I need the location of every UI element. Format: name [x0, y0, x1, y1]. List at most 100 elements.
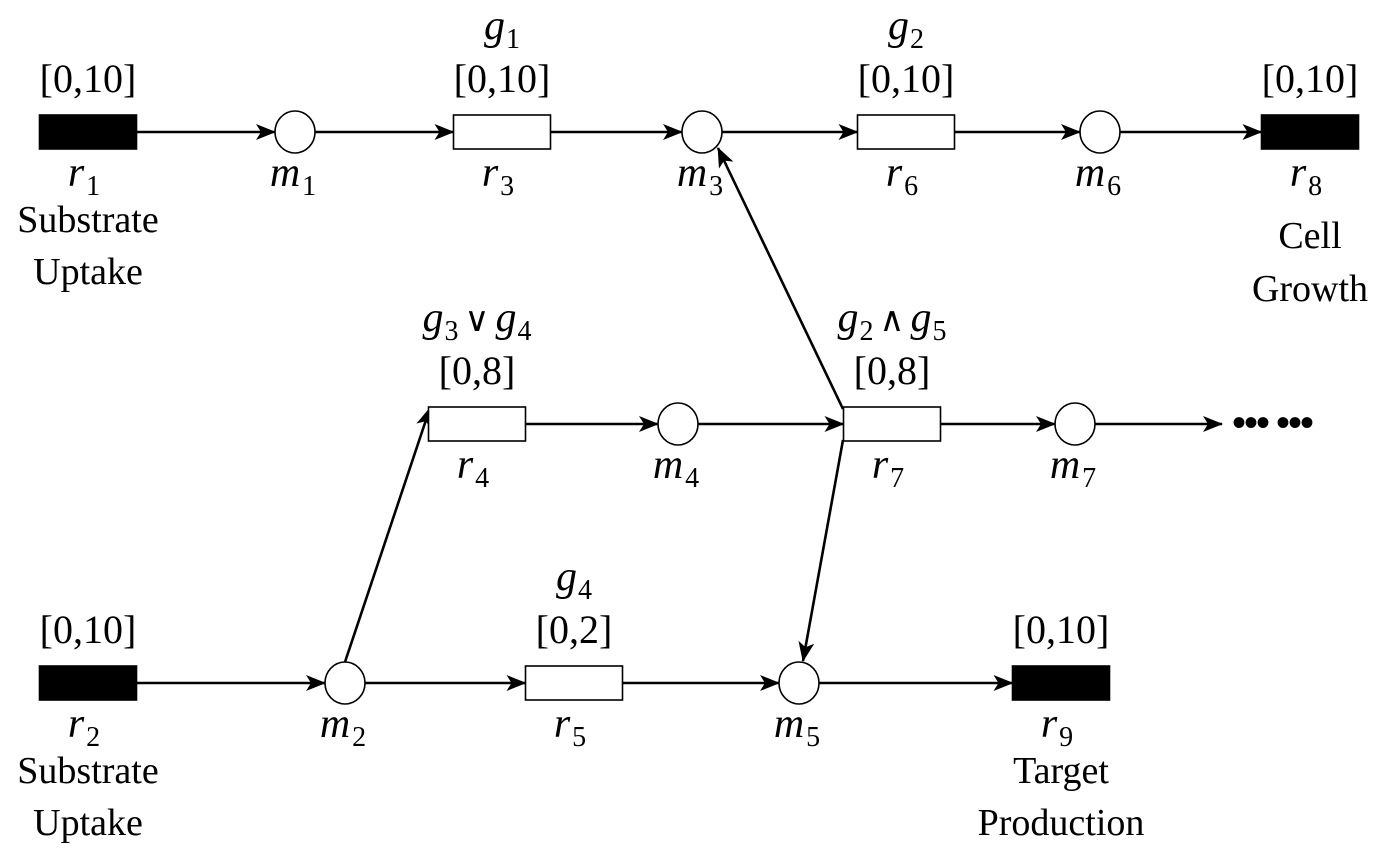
- metabolite-node-m7[interactable]: [1054, 402, 1096, 446]
- metabolite-label-m1-index: 1: [302, 171, 316, 202]
- gene-rule-r7: g2∧g5: [838, 295, 947, 347]
- gene-symbol: g: [423, 295, 444, 341]
- flux-bound-r6: [0,10]: [858, 56, 955, 101]
- reaction-label-r5: r5: [554, 701, 586, 753]
- reaction-label-r1: r1: [68, 150, 100, 202]
- exchange-reaction-box[interactable]: [1011, 665, 1111, 701]
- metabolite-label-m2-index: 2: [352, 722, 366, 753]
- caption-r8-line-2: Growth: [1252, 268, 1368, 310]
- reaction-r6[interactable]: [856, 114, 956, 150]
- flux-bound-r4: [0,8]: [439, 348, 516, 393]
- caption-r9-line-2: Production: [978, 802, 1145, 844]
- exchange-reaction-box[interactable]: [38, 665, 138, 701]
- flux-bound-r2: [0,10]: [40, 607, 137, 652]
- gene-operator: ∨: [465, 302, 490, 339]
- reaction-label-r6-index: 6: [904, 171, 918, 202]
- reaction-r8[interactable]: [1260, 114, 1360, 150]
- reaction-label-r1-index: 1: [86, 171, 100, 202]
- metabolite-node-m3[interactable]: [681, 110, 723, 154]
- nodes-layer: [38, 110, 1360, 705]
- gene-symbol: g: [910, 295, 931, 341]
- gene-rule-r4: g3∨g4: [423, 295, 532, 347]
- flux-bound-r8: [0,10]: [1262, 56, 1359, 101]
- reaction-label-r2: r2: [68, 701, 100, 753]
- reaction-box[interactable]: [856, 114, 956, 150]
- gene-symbol: g: [838, 295, 859, 341]
- gene-symbol: g: [484, 3, 505, 49]
- labels-layer: [0,10]r1SubstrateUptake[0,10]r2Substrate…: [17, 3, 1368, 844]
- metabolite-label-m3-index: 3: [709, 171, 723, 202]
- metabolite-label-m6-base: m: [1075, 150, 1105, 196]
- metabolite-label-m5: m5: [774, 701, 820, 753]
- gene-operator: ∧: [880, 302, 905, 339]
- reaction-r7[interactable]: [842, 406, 942, 442]
- gene-rule-r6: g2: [888, 3, 924, 55]
- flux-bound-r3: [0,10]: [454, 56, 551, 101]
- reaction-r1[interactable]: [38, 114, 138, 150]
- caption-r2-line-1: Substrate: [17, 750, 158, 792]
- reaction-label-r1-base: r: [68, 150, 85, 196]
- reaction-box[interactable]: [842, 406, 942, 442]
- reaction-label-r7-base: r: [872, 442, 889, 488]
- metabolite-label-m6-index: 6: [1107, 171, 1121, 202]
- exchange-reaction-box[interactable]: [1260, 114, 1360, 150]
- gene-index: 5: [932, 316, 946, 347]
- reaction-r2[interactable]: [38, 665, 138, 701]
- metabolite-node-m5[interactable]: [778, 661, 820, 705]
- gene-index: 4: [578, 575, 592, 606]
- reaction-label-r5-base: r: [554, 701, 571, 747]
- metabolite-label-m2-base: m: [320, 701, 350, 747]
- metabolite-label-m4-base: m: [653, 442, 683, 488]
- reaction-r9[interactable]: [1011, 665, 1111, 701]
- reaction-label-r8-index: 8: [1308, 171, 1322, 202]
- metabolite-node-m1[interactable]: [274, 110, 316, 154]
- reaction-label-r4-base: r: [457, 442, 474, 488]
- reaction-r3[interactable]: [452, 114, 552, 150]
- reaction-box[interactable]: [452, 114, 552, 150]
- gene-index: 3: [445, 316, 459, 347]
- caption-r1-line-1: Substrate: [17, 199, 158, 241]
- exchange-reaction-box[interactable]: [38, 114, 138, 150]
- edge-m2-to-r4: [343, 407, 432, 663]
- reaction-label-r3-index: 3: [500, 171, 514, 202]
- reaction-box[interactable]: [524, 665, 624, 701]
- gene-symbol: g: [556, 554, 577, 600]
- reaction-r5[interactable]: [524, 665, 624, 701]
- reaction-label-r6: r6: [886, 150, 918, 202]
- gene-index: 1: [506, 24, 520, 55]
- caption-r2-line-2: Uptake: [33, 802, 143, 844]
- reaction-label-r2-base: r: [68, 701, 85, 747]
- metabolite-node-m6[interactable]: [1079, 110, 1121, 154]
- metabolite-label-m7-index: 7: [1082, 463, 1096, 494]
- flux-bound-r9: [0,10]: [1013, 607, 1110, 652]
- flux-bound-r5: [0,2]: [536, 607, 613, 652]
- metabolite-label-m3: m3: [677, 150, 723, 202]
- caption-r8-line-1: Cell: [1278, 215, 1341, 257]
- reaction-label-r4-index: 4: [475, 463, 489, 494]
- reaction-label-r4: r4: [457, 442, 489, 494]
- metabolite-node-m2[interactable]: [324, 661, 366, 705]
- metabolite-label-m1-base: m: [270, 150, 300, 196]
- gene-index: 4: [517, 316, 531, 347]
- flux-bound-r1: [0,10]: [40, 56, 137, 101]
- reaction-label-r8: r8: [1290, 150, 1322, 202]
- gene-index: 2: [860, 316, 874, 347]
- reaction-r4[interactable]: [427, 406, 527, 442]
- reaction-label-r9-base: r: [1041, 701, 1058, 747]
- reaction-label-r8-base: r: [1290, 150, 1307, 196]
- edge-r7-to-m3: [716, 147, 845, 410]
- continuation-ellipsis: ••• •••: [1232, 400, 1313, 445]
- reaction-label-r5-index: 5: [572, 722, 586, 753]
- edge-r7-to-m5: [798, 439, 845, 662]
- reaction-label-r9-index: 9: [1059, 722, 1073, 753]
- flux-bound-r7: [0,8]: [854, 348, 931, 393]
- gene-rule-r3: g1: [484, 3, 520, 55]
- reaction-box[interactable]: [427, 406, 527, 442]
- caption-r1-line-2: Uptake: [33, 251, 143, 293]
- metabolite-label-m3-base: m: [677, 150, 707, 196]
- metabolite-node-m4[interactable]: [657, 402, 699, 446]
- edges-layer: [136, 124, 1263, 691]
- gene-index: 2: [910, 24, 924, 55]
- metabolite-label-m4-index: 4: [685, 463, 699, 494]
